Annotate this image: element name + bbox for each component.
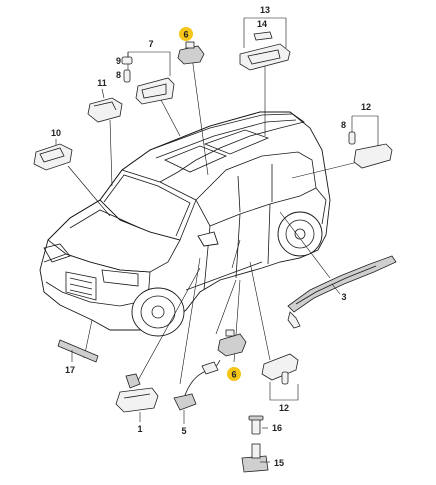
callout-6-bottom: 6 [231,370,236,380]
callout-14: 14 [257,19,267,29]
callout-1: 1 [137,424,142,434]
callout-7: 7 [148,39,153,49]
callout-16: 16 [272,423,282,433]
callout-12-top: 12 [361,102,371,112]
callout-17: 17 [65,365,75,375]
callout-13: 13 [260,5,270,15]
part-9-clip [121,56,133,65]
part-6-bottom-sensor: 6 [217,329,247,381]
part-14-bulb [253,31,273,41]
callout-10: 10 [51,128,61,138]
part-12-bottom-lamp [261,353,299,381]
part-8-bulb-bottom [281,371,289,385]
part-5-harness: 5 [173,359,221,436]
part-11-module [87,97,123,123]
part-7-group: 7 9 8 [116,39,175,105]
callout-8-left: 8 [116,70,121,80]
part-11-group: 11 [87,78,123,123]
part-12-top-group: 12 8 [341,102,393,169]
callout-15: 15 [274,458,284,468]
callout-3: 3 [341,292,346,302]
part-13-roof-lamp [239,43,291,71]
part-13-group: 13 14 [239,5,291,71]
part-10-group: 10 [33,128,73,171]
part-12-top-lamp [353,143,393,169]
callout-6-top: 6 [183,30,188,40]
callout-6-bottom-highlight [227,367,241,381]
part-10-lamp [33,143,73,171]
part-8-bulb-left [123,69,131,83]
part-1-assembly: 1 [115,373,159,434]
callout-6-top-highlight [179,27,193,41]
part-16-screw: 16 [248,415,282,435]
part-15-socket: 15 [241,443,284,473]
part-7-housing [135,77,175,105]
callout-9: 9 [116,56,121,66]
part-12-bottom-group: 12 [261,353,299,413]
callout-5: 5 [181,426,186,436]
callout-8-right: 8 [341,120,346,130]
part-3-light-bar: 3 [287,255,397,329]
part-8-bulb-right [348,131,356,145]
vehicle-illustration [39,111,331,337]
callout-12-bottom: 12 [279,403,289,413]
part-17-strip: 17 [57,339,99,375]
part-6-top-sensor: 6 [177,27,205,65]
callout-11: 11 [97,78,107,88]
